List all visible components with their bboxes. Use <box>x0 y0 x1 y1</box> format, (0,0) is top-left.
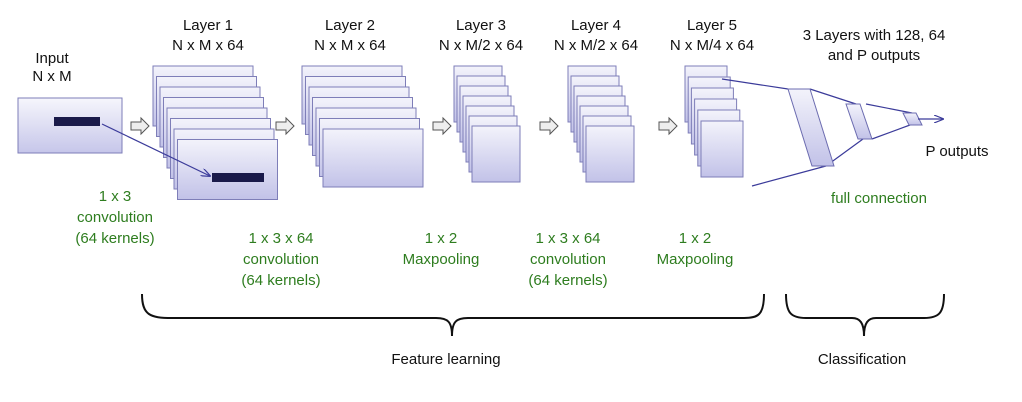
layer-headers: Layer 1 N x M x 64 Layer 2 N x M x 64 La… <box>172 17 945 64</box>
op-5-line2: Maxpooling <box>657 251 734 268</box>
layer-1-dims: N x M x 64 <box>172 37 244 54</box>
feature-map <box>700 120 744 178</box>
operation-labels: 1 x 3 convolution (64 kernels) 1 x 3 x 6… <box>75 188 733 289</box>
stage-arrow-icon <box>539 116 559 136</box>
stage-arrow-icon <box>658 116 678 136</box>
fc-header-line2: and P outputs <box>828 47 920 64</box>
feature-map <box>322 128 424 188</box>
layer-5-stack <box>684 65 744 178</box>
braces: Feature learning Classification <box>141 293 945 368</box>
op-2-line2: convolution <box>243 251 319 268</box>
layer-4-title: Layer 4 <box>571 17 621 34</box>
op-1-line1: 1 x 3 <box>99 188 132 205</box>
feature-map <box>471 125 521 183</box>
feature-learning-brace <box>141 293 765 337</box>
layer-2-dims: N x M x 64 <box>314 37 386 54</box>
op-4-line1: 1 x 3 x 64 <box>535 230 600 247</box>
p-outputs-label: P outputs <box>925 143 988 160</box>
input-title: Input <box>35 50 69 67</box>
layer-5-dims: N x M/4 x 64 <box>670 37 754 54</box>
fc-header-line1: 3 Layers with 128, 64 <box>803 27 946 44</box>
input-dims: N x M <box>32 68 71 85</box>
fully-connected-section: P outputs full connection <box>721 78 989 207</box>
op-5-line1: 1 x 2 <box>679 230 712 247</box>
op-1-line3: (64 kernels) <box>75 230 154 247</box>
full-connection-label: full connection <box>831 190 927 207</box>
input-kernel-bar <box>54 117 100 126</box>
feature-learning-label: Feature learning <box>391 351 500 368</box>
fc-connector-bottom-1 <box>751 165 827 187</box>
layer-2-stack <box>301 65 424 188</box>
op-2-line3: (64 kernels) <box>241 272 320 289</box>
layer-4-stack <box>567 65 635 183</box>
fc-layer-64 <box>845 103 873 140</box>
input-header: Input N x M <box>32 50 71 85</box>
fc-connector-top-3 <box>865 103 913 114</box>
layer1-kernel-bar <box>212 173 264 182</box>
layer-5-title: Layer 5 <box>687 17 737 34</box>
stage-arrow-icon <box>275 116 295 136</box>
classification-label: Classification <box>818 351 906 368</box>
feature-map <box>177 139 278 200</box>
op-1-line2: convolution <box>77 209 153 226</box>
fc-connector-top-1 <box>721 78 789 90</box>
op-4-line3: (64 kernels) <box>528 272 607 289</box>
feature-map <box>585 125 635 183</box>
layer-4-dims: N x M/2 x 64 <box>554 37 638 54</box>
convolution-connector-line <box>101 123 210 176</box>
fc-layer-p <box>902 112 923 126</box>
stage-arrow-icon <box>130 116 150 136</box>
layer-3-title: Layer 3 <box>456 17 506 34</box>
layer-stacks <box>152 65 744 200</box>
stage-arrows <box>130 116 678 136</box>
op-3-line2: Maxpooling <box>403 251 480 268</box>
layer-1-title: Layer 1 <box>183 17 233 34</box>
op-4-line2: convolution <box>530 251 606 268</box>
stage-arrow-icon <box>432 116 452 136</box>
layer-3-stack <box>453 65 521 183</box>
layer-1-stack <box>152 65 278 200</box>
fc-connector-bottom-3 <box>871 124 911 140</box>
layer-2-title: Layer 2 <box>325 17 375 34</box>
op-2-line1: 1 x 3 x 64 <box>248 230 313 247</box>
classification-brace <box>785 293 945 337</box>
fc-layer-128 <box>787 88 835 167</box>
layer-3-dims: N x M/2 x 64 <box>439 37 523 54</box>
fc-connector-top-2 <box>809 88 857 105</box>
op-3-line1: 1 x 2 <box>425 230 458 247</box>
